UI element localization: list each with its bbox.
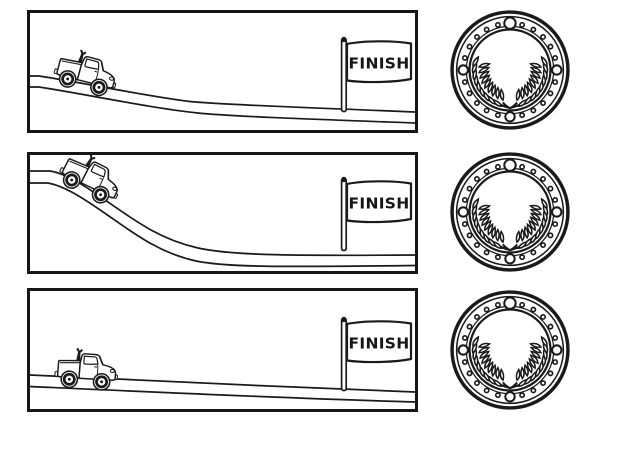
road-line-bottom [30,385,415,403]
award-medal-3 [449,289,571,411]
truck-icon [53,155,131,211]
road-line-bottom [30,182,415,268]
finish-flag: FINISH [340,176,413,252]
race-panel-1: FINISH [27,10,418,133]
finish-flag: FINISH [340,316,413,392]
hill-scene-3: FINISH [30,316,415,403]
flag-cloth [345,320,413,364]
flag-knob [341,316,347,323]
award-medal-2 [449,151,571,273]
laurel-medal-icon [450,152,570,272]
finish-label: FINISH [348,55,409,73]
flag-knob [341,36,347,43]
laurel-medal-icon [450,10,570,130]
flag-cloth [345,180,413,224]
flag-knob [341,176,347,183]
flag-pole [340,177,348,252]
finish-label: FINISH [348,335,409,353]
race-panel-2: FINISH [27,152,418,274]
flag-pole [340,317,348,392]
finish-flag: FINISH [340,36,413,113]
hill-scene-1: FINISH [30,36,415,124]
flag-cloth [345,40,413,84]
road-line-bottom [30,86,415,124]
award-medal-1 [449,9,571,131]
road-line-top [30,75,415,113]
laurel-medal-icon [450,290,570,410]
race-panel-3: FINISH [27,288,418,412]
hill-scene-2: FINISH [30,155,415,268]
flag-pole [340,37,348,113]
truck-icon [52,344,121,393]
finish-label: FINISH [348,195,409,213]
